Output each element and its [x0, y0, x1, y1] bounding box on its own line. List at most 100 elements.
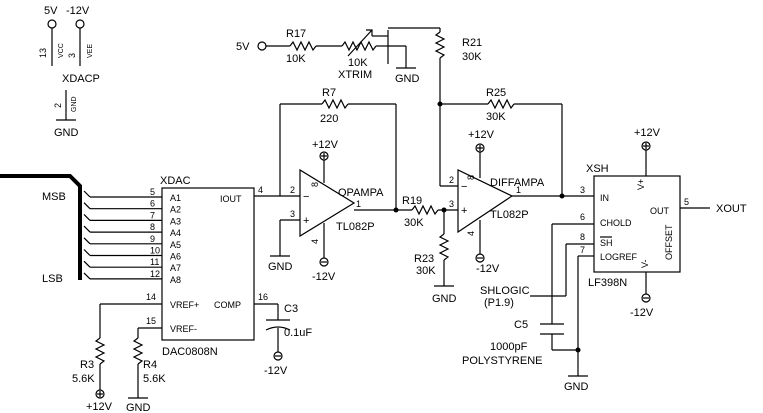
bus-tap — [83, 272, 91, 280]
dac-input-pin-number: 11 — [150, 257, 159, 267]
sh-vneg-supply: -12V — [630, 307, 654, 319]
xdacp-gnd-pin-number: 2 — [53, 103, 63, 108]
diffampa-body — [457, 169, 514, 234]
c3-plate-bottom — [265, 326, 291, 331]
opampa-vpos-label: +12V — [312, 139, 339, 151]
dac-input-pin-number: 12 — [150, 269, 160, 279]
dac-input-pin-name: A6 — [170, 252, 181, 262]
dac-input-pin-number: 6 — [150, 199, 155, 209]
opampa: − + 2 3 GND +12V 8 -12V 4 OPAMPA TL082P … — [268, 139, 412, 283]
lsb-label: LSB — [42, 273, 63, 285]
r25-feedback: R25 30K — [437, 87, 563, 196]
diffampa-vpos-terminal — [475, 143, 485, 153]
dac-iout-pin: 4 — [258, 185, 263, 195]
bus-tap — [83, 260, 91, 268]
r17-value: 10K — [286, 53, 306, 65]
dac-name: XDAC — [160, 175, 191, 187]
dac-comp-pin: 16 — [258, 292, 268, 302]
r23-name: R23 — [414, 253, 434, 265]
opampa-noninv-pin: 3 — [290, 209, 295, 219]
xtrim-gnd-label: GND — [395, 73, 420, 85]
sh-sh-pin: 8 — [580, 232, 585, 242]
sh-chold-label: CHOLD — [600, 218, 632, 228]
r4-name: R4 — [143, 359, 157, 371]
dac-input-pin-name: A2 — [170, 205, 181, 215]
sh-in-pin: 3 — [580, 185, 585, 195]
dac0808-chip: XDAC DAC0808N 5A16A27A38A49A510A611A712A… — [90, 175, 280, 358]
dac-iout-label: IOUT — [220, 194, 242, 204]
pot-name: XTRIM — [338, 69, 372, 81]
vcc-terminal — [47, 19, 57, 29]
vcc-top-label: 5V — [44, 5, 58, 17]
bus-tap — [83, 237, 91, 245]
sh-vpos-label: V+ — [636, 179, 646, 190]
opampa-inv-pin: 2 — [290, 185, 295, 195]
diffampa-vpos-pin: 8 — [466, 175, 476, 180]
sh-vpos-supply: +12V — [634, 127, 661, 139]
diffampa-vpos-label: +12V — [468, 129, 495, 141]
r4-value: 5.6K — [143, 373, 166, 385]
data-bus: MSB LSB — [0, 174, 91, 285]
r19-value: 30K — [404, 217, 424, 229]
opampa-vneg-label: -12V — [312, 271, 336, 283]
r19-group: R19 30K — [402, 195, 458, 229]
r3-name: R3 — [80, 359, 94, 371]
r23-gnd-label: GND — [432, 293, 457, 305]
opampa-vpos-terminal — [319, 151, 329, 161]
xdacp-gnd-label: GND — [54, 127, 79, 139]
sh-out-label: OUT — [650, 206, 670, 216]
lf398-chip: XSH LF398N IN 3 OUT 5 XOUT CHOLD 6 SH 8 … — [552, 127, 747, 319]
r25-resistor — [487, 98, 515, 110]
c5-gnd-label: GND — [564, 381, 589, 393]
xtrim-potentiometer — [341, 40, 377, 52]
xtrim-supply-label: 5V — [236, 41, 250, 53]
sh-vneg-label: V- — [640, 259, 650, 268]
xdacp-gnd-pin-label: GND — [71, 96, 78, 112]
sh-chold-pin: 6 — [580, 212, 585, 222]
pot-value: 10K — [348, 57, 368, 69]
r4-group: R4 5.6K GND — [126, 328, 166, 413]
dac-input-pin-number: 7 — [150, 210, 155, 220]
r17-name: R17 — [286, 28, 306, 40]
diffampa-name: DIFFAMPA — [490, 177, 545, 189]
diffampa-vneg-terminal — [475, 253, 485, 263]
dac-vrefm-label: VREF- — [170, 324, 197, 334]
c3-vneg-label: -12V — [264, 365, 288, 377]
sh-vneg-terminal — [641, 293, 651, 303]
dac-input-pin-name: A8 — [170, 275, 181, 285]
r3-value: 5.6K — [72, 373, 95, 385]
r7-resistor — [321, 98, 349, 110]
c5-type: POLYSTYRENE — [462, 355, 543, 367]
c5-name: C5 — [514, 319, 528, 331]
diffampa-vneg-label: -12V — [476, 263, 500, 275]
dac-body — [161, 187, 255, 341]
bus-tap — [83, 202, 91, 210]
c5-value: 1000pF — [490, 341, 528, 353]
opampa-out-pin: 1 — [356, 199, 361, 209]
dac-input-pin-name: A5 — [170, 240, 181, 250]
r7-name: R7 — [322, 87, 336, 99]
opampa-vneg-terminal — [319, 257, 329, 267]
r7-feedback: R7 220 — [279, 87, 397, 210]
dac-input-pin-number: 8 — [150, 222, 155, 232]
sh-in-label: IN — [600, 193, 609, 203]
r23-value: 30K — [416, 265, 436, 277]
dac-input-pin-number: 9 — [150, 234, 155, 244]
opampa-name: OPAMPA — [338, 187, 384, 199]
diffampa-vneg-pin: 4 — [466, 231, 476, 236]
c3-value: 0.1uF — [284, 327, 312, 339]
vee-top-label: -12V — [66, 5, 90, 17]
r4-gnd-label: GND — [126, 402, 151, 413]
opampa-gnd-label: GND — [268, 261, 293, 273]
r21-value: 30K — [462, 51, 482, 63]
r7-value: 220 — [320, 113, 338, 125]
sh-part: LF398N — [588, 277, 627, 289]
xtrim-supply-terminal — [257, 41, 267, 51]
r23-resistor — [438, 233, 450, 261]
r19-resistor — [411, 204, 439, 216]
sh-vpos-terminal — [641, 141, 651, 151]
c3-name: C3 — [284, 303, 298, 315]
r19-name: R19 — [402, 195, 422, 207]
xout-label: XOUT — [716, 203, 747, 215]
